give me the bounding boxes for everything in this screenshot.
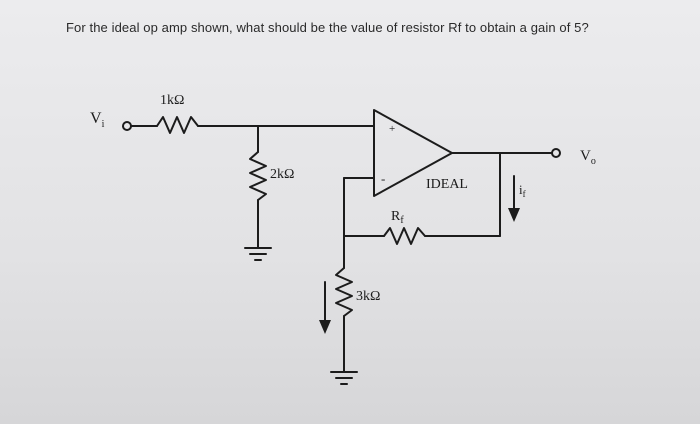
if-subscript: f: [523, 189, 526, 199]
r3-label: 3kΩ: [356, 289, 380, 304]
r3-resistor: [335, 267, 353, 317]
svg-text:Vo: Vo: [580, 148, 596, 167]
svg-text:Rf: Rf: [391, 209, 404, 226]
i3-arrow-head: [319, 320, 331, 334]
vo-terminal: [551, 148, 561, 158]
r1-label: 1kΩ: [160, 93, 184, 108]
vi-label: V: [90, 110, 102, 127]
ideal-label: IDEAL: [426, 177, 468, 192]
minus-sign: -: [381, 171, 385, 186]
rf-resistor: [383, 227, 426, 245]
r2-label: 2kΩ: [270, 167, 294, 182]
svg-text:if: if: [519, 182, 526, 199]
vi-subscript: i: [102, 119, 105, 130]
rf-label: R: [391, 209, 401, 224]
vi-terminal: [122, 121, 132, 131]
svg-text:Vi: Vi: [90, 110, 105, 130]
vo-label: V: [580, 148, 591, 164]
r1-resistor: [156, 116, 199, 134]
opamp-triangle: [373, 109, 453, 197]
plus-sign: +: [389, 123, 395, 135]
if-arrow-head: [508, 208, 520, 222]
r2-resistor: [249, 151, 267, 201]
vo-subscript: o: [591, 156, 596, 167]
rf-subscript: f: [400, 215, 404, 226]
if-label: i: [519, 182, 523, 197]
question-text: For the ideal op amp shown, what should …: [66, 20, 589, 35]
